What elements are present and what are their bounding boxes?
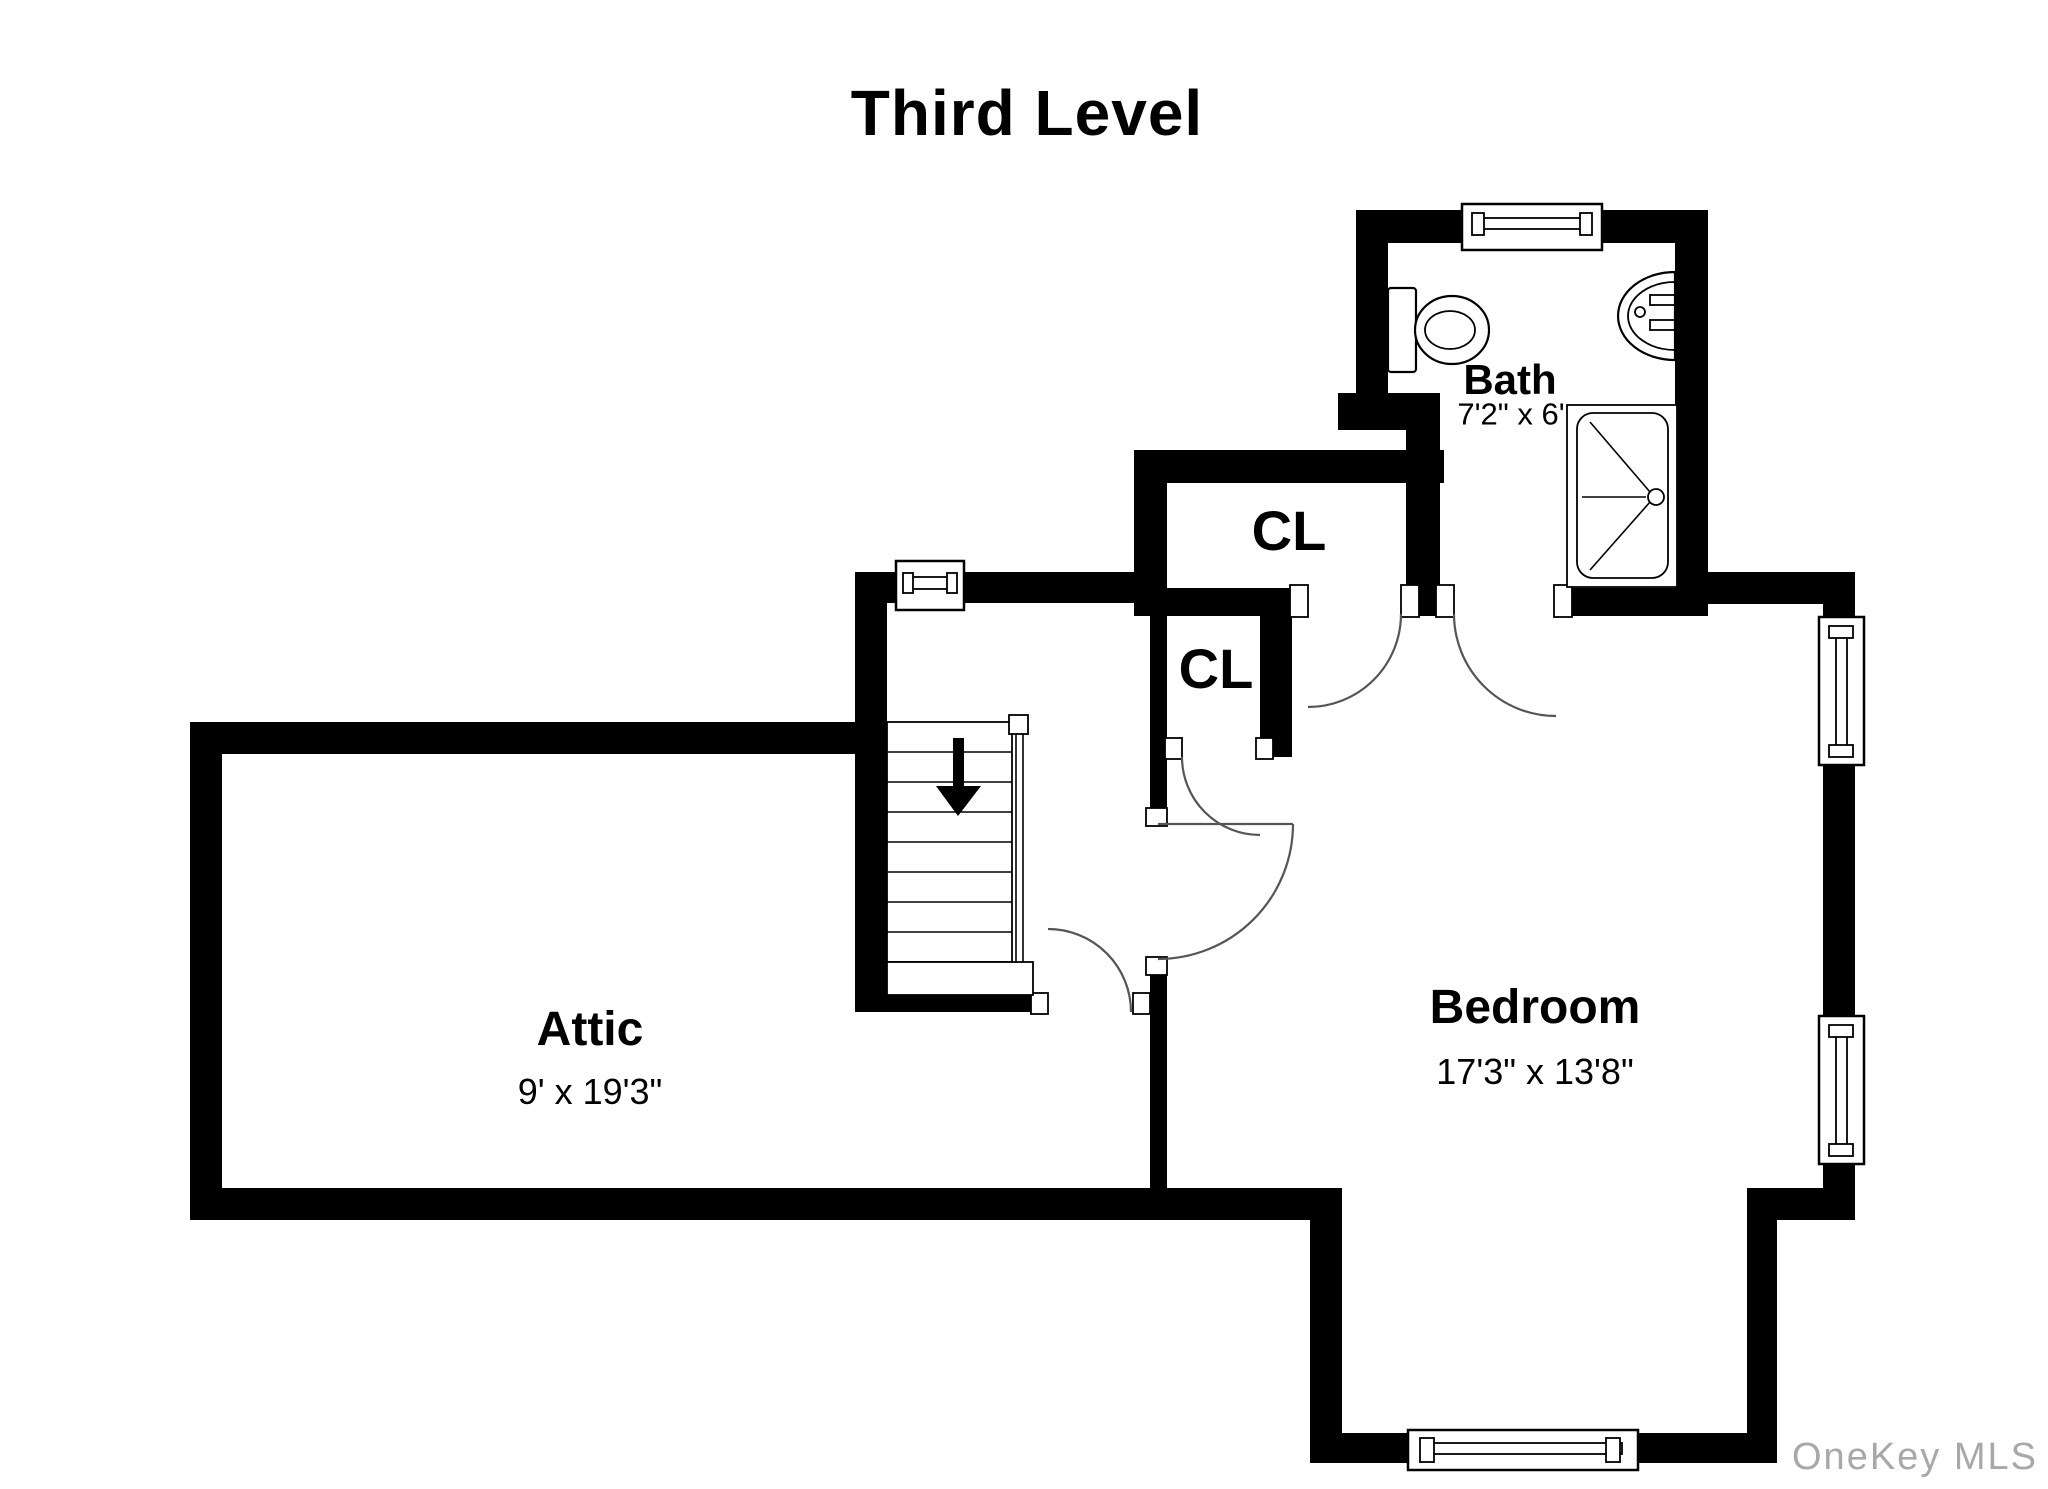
windows bbox=[894, 202, 1866, 1472]
room-dims-bedroom: 17'3" x 13'8" bbox=[1436, 1051, 1634, 1092]
door-swing-arc bbox=[1452, 613, 1557, 718]
wall-segment bbox=[1823, 763, 1855, 1018]
window-icon-bath-top bbox=[1460, 202, 1604, 252]
wall-segment bbox=[190, 722, 855, 754]
wall-segment bbox=[190, 1188, 1342, 1220]
toilet-icon bbox=[1386, 286, 1491, 374]
door-swing-arc bbox=[1307, 613, 1403, 709]
window-icon-bedroom-bottom bbox=[1406, 1428, 1640, 1472]
wall-segment bbox=[1134, 450, 1444, 483]
wall-segment bbox=[958, 572, 1167, 603]
door-upper-closet bbox=[1289, 584, 1420, 709]
stairs-down-arrow-icon bbox=[936, 738, 981, 816]
newel-post bbox=[1008, 714, 1029, 735]
page-title: Third Level bbox=[850, 77, 1204, 149]
wall-segment bbox=[1356, 210, 1388, 395]
door-swing-arc bbox=[1047, 927, 1133, 1013]
room-label-bath: Bath bbox=[1463, 356, 1557, 403]
wall-segment bbox=[855, 572, 887, 1012]
window-icon-stair-top bbox=[894, 559, 966, 612]
window-icon-bedroom-right-upper bbox=[1817, 615, 1866, 767]
room-dims-attic: 9' x 19'3" bbox=[517, 1071, 663, 1112]
door-bedroom-entry bbox=[1145, 807, 1295, 976]
doors bbox=[1030, 584, 1573, 1015]
door-swing-arc bbox=[1180, 756, 1261, 837]
wall-segment bbox=[1747, 1188, 1777, 1463]
wall-segment bbox=[1572, 588, 1675, 616]
wall-segment bbox=[1675, 210, 1708, 616]
room-label-closet-lower: CL bbox=[1178, 637, 1254, 700]
wall-segment bbox=[1310, 1188, 1342, 1463]
wall-segment bbox=[1638, 1433, 1777, 1463]
wall-segment bbox=[1150, 603, 1167, 810]
watermark-text: OneKey MLS bbox=[1792, 1436, 2038, 1478]
door-hall-to-bedroom bbox=[1030, 927, 1151, 1015]
staircase bbox=[886, 714, 1034, 996]
window-icon-bedroom-right-lower bbox=[1817, 1014, 1866, 1166]
wall-segment bbox=[855, 995, 1033, 1012]
wall-segment bbox=[1167, 588, 1290, 616]
room-label-closet-upper: CL bbox=[1251, 499, 1327, 562]
stair-treads bbox=[887, 751, 1012, 933]
shower-icon bbox=[1566, 404, 1678, 588]
door-swing-arc bbox=[1157, 823, 1295, 961]
wall-segment bbox=[1260, 612, 1292, 757]
room-label-attic: Attic bbox=[536, 1003, 644, 1056]
walls bbox=[190, 210, 1855, 1463]
room-label-bedroom: Bedroom bbox=[1429, 981, 1641, 1034]
wall-segment bbox=[1150, 973, 1167, 1188]
sink-icon bbox=[1616, 270, 1684, 362]
door-lower-closet bbox=[1164, 737, 1274, 837]
room-dims-bath: 7'2" x 6' bbox=[1457, 396, 1565, 432]
wall-segment bbox=[855, 572, 902, 603]
wall-segment bbox=[1823, 572, 1855, 620]
shower-drain bbox=[1647, 488, 1665, 506]
door-bath bbox=[1435, 584, 1573, 718]
wall-segment bbox=[190, 722, 222, 1220]
stair-landing bbox=[886, 961, 1034, 996]
